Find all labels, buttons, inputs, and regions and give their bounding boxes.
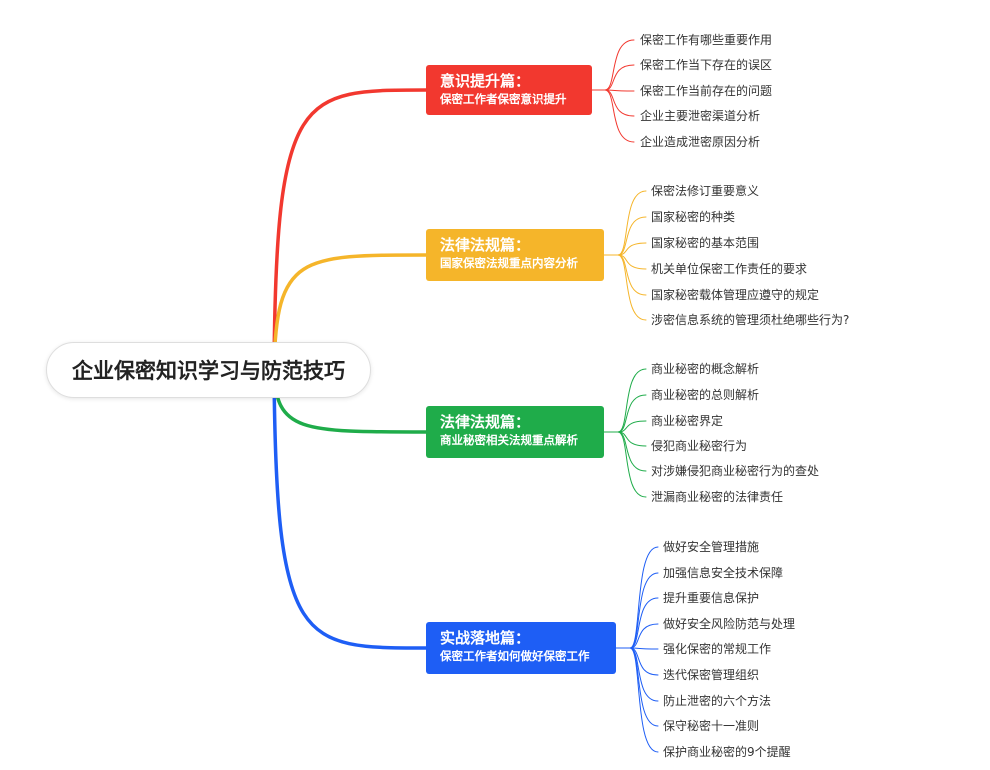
leaf-item[interactable]: 商业秘密的概念解析 <box>651 362 760 376</box>
branch-subtitle: 保密工作者保密意识提升 <box>440 92 567 106</box>
leaf-item[interactable]: 企业主要泄密渠道分析 <box>640 109 761 123</box>
leaf-connector <box>617 431 647 498</box>
leaf-connector <box>629 647 659 650</box>
leaf-item[interactable]: 国家秘密的种类 <box>651 210 736 224</box>
branch-node-trade-secret-law[interactable]: 法律法规篇： 商业秘密相关法规重点解析 <box>426 406 604 458</box>
leaf-item[interactable]: 防止泄密的六个方法 <box>663 694 772 708</box>
leaf-item[interactable]: 保护商业秘密的9个提醒 <box>663 745 791 759</box>
branch-node-awareness[interactable]: 意识提升篇： 保密工作者保密意识提升 <box>426 65 592 115</box>
leaf-item[interactable]: 保守秘密十一准则 <box>663 719 760 733</box>
leaf-item[interactable]: 侵犯商业秘密行为 <box>651 439 748 453</box>
leaf-connector <box>604 64 635 91</box>
leaf-connector <box>617 420 647 433</box>
leaf-connector <box>617 394 647 433</box>
leaf-connector <box>617 368 647 433</box>
leaf-connector <box>629 647 659 753</box>
leaf-connector <box>629 647 659 727</box>
leaf-item[interactable]: 国家秘密载体管理应遵守的规定 <box>651 288 820 302</box>
root-node-label: 企业保密知识学习与防范技巧 <box>72 359 345 383</box>
leaf-item[interactable]: 国家秘密的基本范围 <box>651 236 760 250</box>
leaf-connector <box>604 39 635 91</box>
leaf-item[interactable]: 商业秘密的总则解析 <box>651 388 760 402</box>
branch-connector <box>272 88 428 372</box>
branch-title: 法律法规篇： <box>440 236 531 254</box>
branch-title: 法律法规篇： <box>440 413 531 431</box>
leaf-item[interactable]: 商业秘密界定 <box>651 414 724 428</box>
leaf-connector <box>617 254 647 296</box>
branch-connector <box>272 253 428 372</box>
leaf-item[interactable]: 企业造成泄密原因分析 <box>640 135 761 149</box>
leaf-connector <box>604 89 635 143</box>
leaf-connector <box>617 254 647 321</box>
leaf-item[interactable]: 做好安全管理措施 <box>663 540 760 554</box>
branch-subtitle: 国家保密法规重点内容分析 <box>440 256 578 270</box>
branch-subtitle: 保密工作者如何做好保密工作 <box>440 649 590 663</box>
branch-connector <box>272 368 428 650</box>
leaf-connector <box>617 431 647 472</box>
leaf-item[interactable]: 做好安全风险防范与处理 <box>663 617 796 631</box>
leaf-connector <box>629 572 659 649</box>
leaf-item[interactable]: 提升重要信息保护 <box>663 591 760 605</box>
leaf-connector <box>604 89 635 92</box>
root-node[interactable]: 企业保密知识学习与防范技巧 <box>46 342 371 398</box>
leaf-item[interactable]: 保密法修订重要意义 <box>651 184 760 198</box>
leaf-item[interactable]: 迭代保密管理组织 <box>663 668 760 682</box>
leaf-item[interactable]: 强化保密的常规工作 <box>663 642 772 656</box>
leaf-item[interactable]: 涉密信息系统的管理须杜绝哪些行为? <box>651 313 850 327</box>
branch-node-practice[interactable]: 实战落地篇： 保密工作者如何做好保密工作 <box>426 622 616 674</box>
leaf-item[interactable]: 保密工作当下存在的误区 <box>640 58 773 72</box>
leaf-connector <box>617 190 647 256</box>
leaf-item[interactable]: 保密工作当前存在的问题 <box>640 84 773 98</box>
branch-title: 实战落地篇： <box>440 629 531 647</box>
leaf-item[interactable]: 对涉嫌侵犯商业秘密行为的查处 <box>651 464 820 478</box>
leaf-item[interactable]: 机关单位保密工作责任的要求 <box>651 262 808 276</box>
branch-title: 意识提升篇： <box>440 72 531 90</box>
leaf-connector <box>617 242 647 256</box>
branch-node-national-law[interactable]: 法律法规篇： 国家保密法规重点内容分析 <box>426 229 604 281</box>
leaf-item[interactable]: 加强信息安全技术保障 <box>663 566 784 580</box>
leaf-connector <box>629 546 659 649</box>
leaf-item[interactable]: 泄漏商业秘密的法律责任 <box>651 490 784 504</box>
leaf-connector <box>629 597 659 649</box>
leaf-connector <box>617 216 647 256</box>
leaf-item[interactable]: 保密工作有哪些重要作用 <box>640 33 773 47</box>
branch-subtitle: 商业秘密相关法规重点解析 <box>440 433 578 447</box>
leaf-connector <box>629 623 659 649</box>
